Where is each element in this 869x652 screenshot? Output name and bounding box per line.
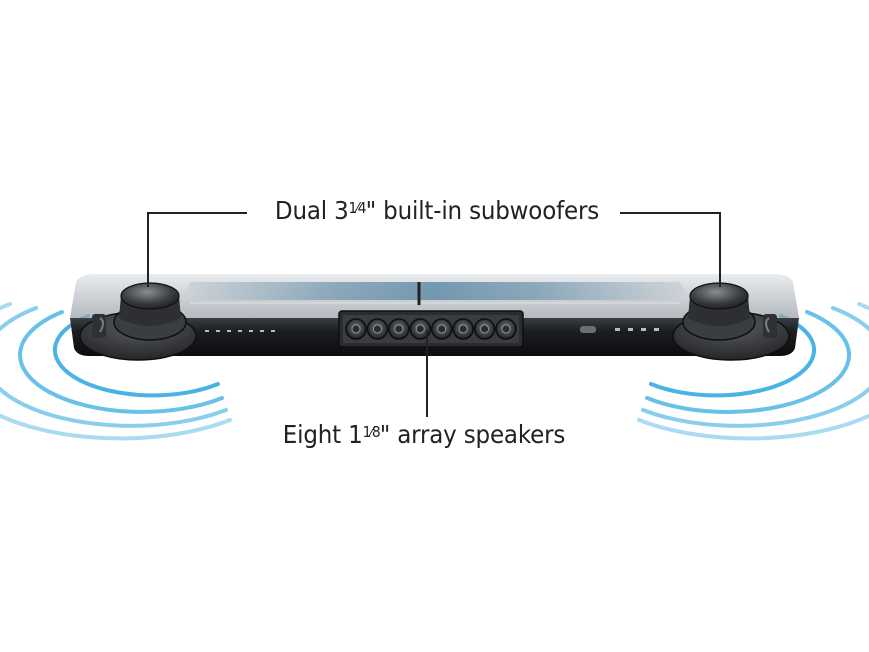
array-callout-label: Eight 11⁄8" array speakers [270,420,577,449]
array-drivers [345,318,517,340]
sound-waves-right [637,302,869,441]
subwoofers-label-prefix: Dual 3 [274,196,349,225]
panel-buttons [580,326,659,333]
leader-line-right-subwoofer [620,212,721,287]
subwoofers-callout-label: Dual 31⁄4" built-in subwoofers [253,196,621,225]
array-driver-dome-7 [480,324,489,334]
sound-waves-left [0,302,232,441]
array-speaker-tray [338,310,524,348]
subwoofer-right [672,282,790,361]
array-label-suffix: " array speakers [379,420,566,449]
indicator-dots [205,330,275,332]
leader-line-left-subwoofer [147,212,247,287]
array-driver-dome-2 [373,324,382,334]
subwoofer-left [79,282,197,361]
array-label-fraction: 1⁄8 [362,423,381,441]
subwoofers-label-fraction: 1⁄4 [348,199,367,217]
array-driver-dome-3 [394,324,404,334]
array-driver-dome-1 [351,324,361,334]
leader-lines [147,212,721,417]
array-driver-dome-8 [501,324,511,334]
array-driver-dome-4 [415,324,425,334]
array-driver-dome-6 [458,324,468,334]
array-label-prefix: Eight 1 [282,420,363,449]
array-driver-dome-5 [437,324,447,334]
subwoofers-label-suffix: " built-in subwoofers [365,196,600,225]
